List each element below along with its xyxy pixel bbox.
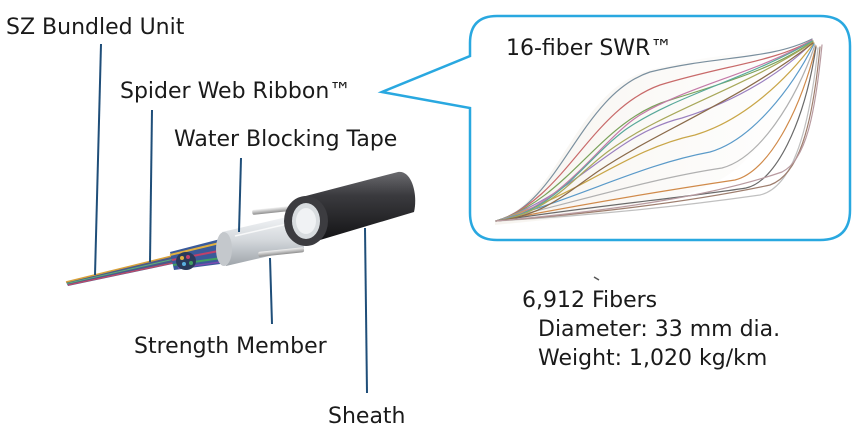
label-strength-member: Strength Member [134, 334, 328, 359]
spec-fibers: 6,912 Fibers [522, 288, 658, 313]
ribbon-fan-illustration [495, 38, 823, 225]
leader-line-spider-web-ribbon [149, 109, 153, 263]
decorative-tick [593, 276, 600, 281]
spec-weight: Weight: 1,020 kg/km [538, 346, 768, 371]
cable-illustration [65, 171, 416, 286]
leader-line-water-blocking-tape [238, 157, 242, 233]
leader-line-sz-bundled-unit [94, 43, 102, 276]
spec-diameter: Diameter: 33 mm dia. [538, 317, 781, 342]
cable-sheath [284, 171, 416, 246]
label-water-blocking-tape: Water Blocking Tape [174, 127, 397, 152]
callout-title: 16-fiber SWR™ [506, 36, 672, 61]
label-spider-web-ribbon: Spider Web Ribbon™ [120, 79, 351, 104]
leader-line-strength-member [269, 257, 273, 325]
leader-line-sheath [364, 227, 368, 394]
cable-specs: 6,912 Fibers Diameter: 33 mm dia. Weight… [522, 286, 780, 373]
label-sz-bundled-unit: SZ Bundled Unit [6, 15, 185, 40]
sz-bundled-unit-strand [65, 253, 183, 286]
label-sheath: Sheath [328, 404, 406, 429]
leader-lines [94, 43, 368, 394]
